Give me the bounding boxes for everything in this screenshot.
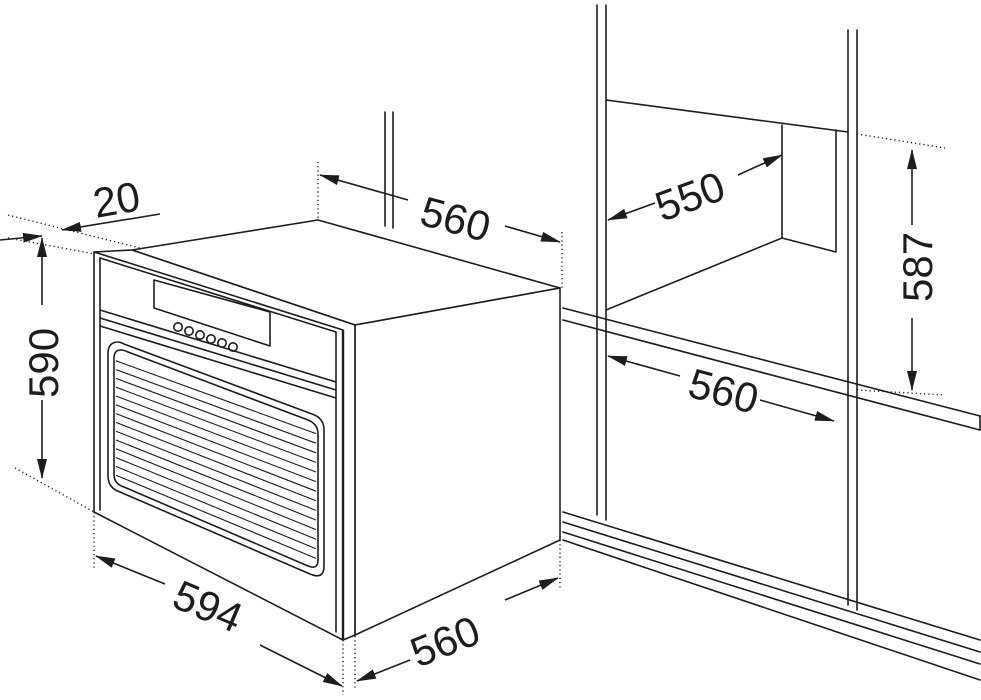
door-slat [115,421,317,502]
dimension-oven-frame-offset: 20 [89,172,143,226]
door-slat [115,360,317,435]
door-slat [115,457,317,540]
dimension-oven-depth-bottom: 560 [404,607,487,677]
oven-side-face [354,287,561,636]
oven-display [153,279,271,347]
oven-door-slats [115,360,317,559]
dimension-niche-depth: 550 [649,162,731,230]
door-slat [115,395,317,473]
door-slat [115,377,317,454]
dimension-oven-height: 590 [20,328,67,398]
door-slat [115,448,317,531]
door-slat [115,439,317,521]
door-slat [115,430,317,511]
door-slat [115,386,317,463]
cabinet-niche [562,4,981,681]
dimension-niche-width: 560 [684,359,764,423]
oven-control-buttons [173,321,239,352]
door-slat [115,474,317,559]
door-slat [115,404,317,483]
oven-door-window [107,341,325,577]
dimension-arrows [0,149,917,687]
oven [93,111,561,641]
door-slat [115,369,317,444]
dimension-niche-height: 587 [894,232,941,302]
door-slat [115,465,317,550]
door-slat [115,413,317,492]
dimension-oven-depth-top: 560 [416,187,496,251]
